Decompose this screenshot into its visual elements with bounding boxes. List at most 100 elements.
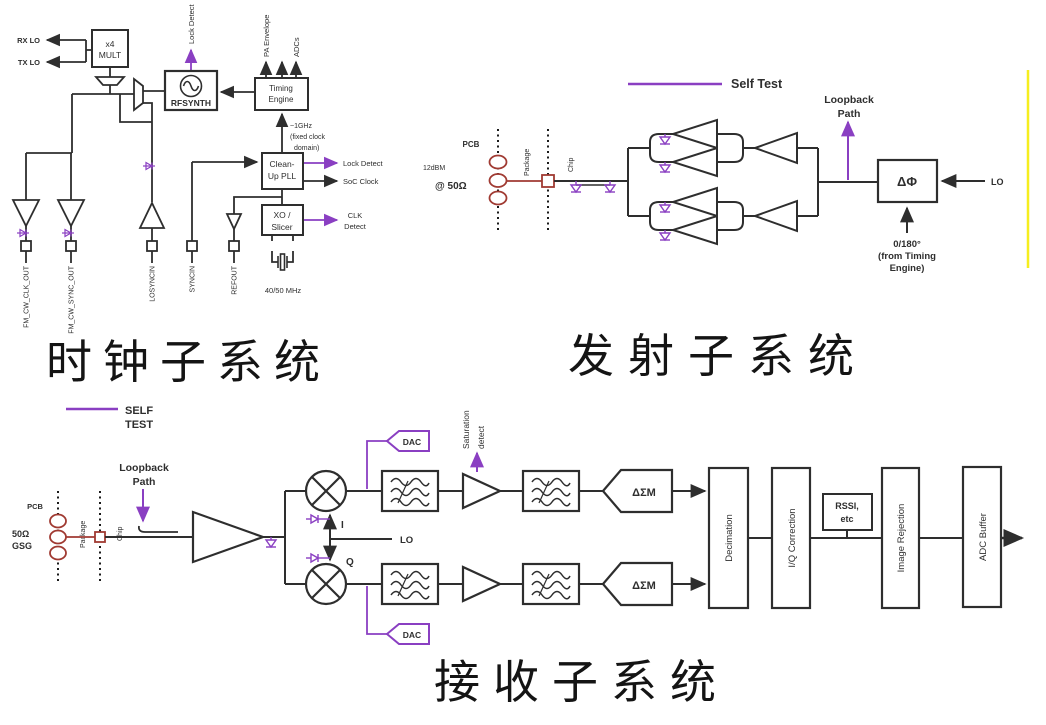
io-pads — [20, 240, 240, 252]
filter-icon — [380, 562, 440, 606]
dsm-block-i: ΔΣM — [601, 468, 674, 514]
phase-note-3: Engine) — [890, 263, 925, 274]
tx-pcb-interface — [488, 154, 555, 206]
filter-icon — [380, 469, 440, 513]
clk-detect-label-1: CLK — [348, 211, 363, 220]
mixer-q-icon — [304, 562, 348, 606]
clock-subsystem-title: 时钟子系统 — [46, 335, 331, 389]
xo-label-1: XO / — [273, 210, 291, 220]
transmit-subsystem-title: 发射子系统 — [568, 329, 868, 383]
clock-wires — [25, 33, 339, 263]
rx-wires — [105, 490, 963, 585]
rx-pcb-interface — [49, 513, 106, 561]
tx-wires — [554, 133, 878, 231]
tx-chip-label: Chip — [568, 157, 575, 172]
rx-selftest-legend: SELF TEST — [66, 405, 153, 431]
adcs-label: ADCs — [292, 37, 301, 57]
rssi-label-1: RSSI, — [835, 501, 859, 511]
timing-engine-block: Timing Engine — [254, 77, 309, 111]
digital-blocks — [707, 465, 1003, 610]
dac-tag-q: DAC — [366, 586, 430, 645]
receive-subsystem-diagram: SELF TEST PCB 50Ω GSG Package Chip Loopb… — [12, 405, 1025, 645]
tx-loopback-label-2: Path — [838, 108, 861, 120]
rx-amplifier-icons — [191, 472, 503, 603]
rx-pcb-label: PCB — [27, 502, 43, 511]
port-label-fm-cw-clk-out: FM_CW_CLK_OUT — [24, 265, 31, 328]
selftest-diode-icons — [17, 161, 155, 238]
image-rejection-label: Image Rejection — [896, 504, 907, 573]
rx-impedance-label-1: 50Ω — [12, 529, 29, 539]
tx-lo-label: TX LO — [18, 58, 40, 67]
ghz-note: ~1GHz (fixed clock domain) — [290, 123, 326, 152]
pa-envelope-label: PA Envelope — [262, 15, 271, 57]
filter-icon — [521, 469, 581, 513]
legend-label: Self Test — [731, 77, 783, 91]
phase-shifter-label: ΔΦ — [897, 174, 917, 189]
rx-impedance-label-2: GSG — [12, 541, 32, 551]
x4-mult-block: x4 MULT — [91, 29, 129, 68]
dac-label-q: DAC — [403, 630, 421, 640]
mixer-q-label: Q — [346, 557, 354, 568]
soc-clock-label: SoC Clock — [343, 177, 379, 186]
lock-detect-top-label: Lock Detect — [187, 3, 196, 44]
dsm-block-q: ΔΣM — [601, 561, 674, 607]
crystal-icon — [277, 253, 288, 271]
tx-lo-label: LO — [991, 177, 1004, 187]
rx-lo-label: RX LO — [17, 36, 40, 45]
receive-subsystem-title: 接收子系统 — [434, 655, 729, 709]
timing-label-1: Timing — [269, 84, 293, 93]
mixer-i-label: I — [341, 520, 344, 531]
image-rejection-block — [880, 466, 921, 610]
rfsynth-block: RFSYNTH — [163, 69, 219, 112]
rssi-label-2: etc — [840, 514, 853, 524]
rx-loopback: Loopback Path — [119, 462, 178, 533]
dsm-label-i: ΔΣM — [632, 487, 656, 499]
adc-buffer-block — [961, 465, 1003, 609]
phase-shifter-block: ΔΦ — [876, 158, 939, 204]
tx-power-label: 12dBM — [423, 165, 445, 172]
filter-icons — [380, 469, 581, 606]
port-label-refout: REFOUT — [232, 265, 239, 295]
pll-label-1: Clean- — [269, 159, 294, 169]
port-label-fm-cw-sync-out: FM_CW_SYNC_OUT — [69, 265, 76, 333]
clock-mux-icon — [94, 76, 144, 112]
decimation-block — [707, 466, 750, 610]
dsm-label-q: ΔΣM — [632, 580, 656, 592]
tx-pcb-label: PCB — [463, 140, 480, 149]
transmit-subsystem-diagram: Self Test PCB 12dBM @ 50Ω Package Chip — [423, 70, 1030, 274]
dac-tag-i: DAC — [366, 430, 430, 489]
ghz-line2: (fixed clock — [290, 134, 326, 141]
port-label-syncin: SYNCIN — [190, 266, 197, 292]
timing-label-2: Engine — [269, 95, 294, 104]
phase-note: 0/180° (from Timing Engine) — [878, 239, 936, 274]
saturation-label-2: detect — [476, 425, 486, 449]
buffer-amplifier-icons — [11, 199, 243, 232]
saturation-label-1: Saturation — [461, 410, 471, 449]
mult-label-2: MULT — [99, 50, 122, 60]
tx-power-amplifier-icons — [669, 118, 798, 246]
tx-loopback: Loopback Path — [824, 94, 874, 180]
saturation-detect: Saturation detect — [461, 410, 486, 472]
rx-loopback-label-2: Path — [133, 476, 156, 488]
mult-label-1: x4 — [106, 39, 115, 49]
tx-impedance-label: @ 50Ω — [435, 181, 467, 192]
lock-detect-label: Lock Detect — [343, 159, 384, 168]
oscillator-icon — [179, 74, 203, 98]
port-label-losyncin: LOSYNCIN — [150, 266, 157, 302]
rx-loopback-label-1: Loopback — [119, 462, 169, 474]
cleanup-pll-block: Clean- Up PLL — [261, 152, 304, 190]
rx-lo-label: LO — [400, 535, 413, 546]
ghz-line3: domain) — [294, 145, 319, 152]
mixer-i-icon — [304, 469, 348, 513]
rssi-block: RSSI, etc — [822, 493, 873, 538]
clock-subsystem-diagram: x4 MULT RX LO TX LO RFSYNTH Lock Detect … — [11, 3, 384, 334]
rx-detector-diode-icons — [264, 513, 330, 564]
rx-chip-label: Chip — [117, 526, 124, 541]
adc-buffer-label: ADC Buffer — [978, 513, 989, 561]
rfsynth-label: RFSYNTH — [171, 98, 211, 108]
filter-icon — [521, 562, 581, 606]
xo-slicer-block: XO / Slicer — [261, 204, 304, 236]
iq-correction-label: I/Q Correction — [787, 508, 798, 567]
decimation-label: Decimation — [724, 514, 735, 562]
clock-selftest-wires — [184, 48, 339, 227]
